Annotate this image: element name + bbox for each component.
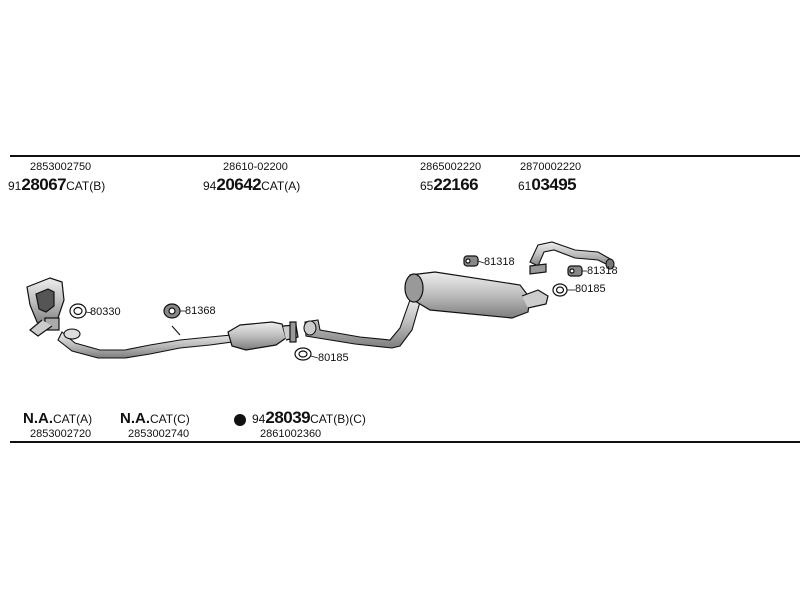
bullet-dot-icon: [234, 414, 246, 426]
part-main-number: 28067: [21, 175, 67, 194]
part-prefix: 94: [203, 179, 217, 193]
hanger-81318-b-part[interactable]: [567, 265, 583, 277]
part-suffix: CAT(C): [150, 412, 190, 426]
part-prefix: 65: [420, 179, 434, 193]
part-number[interactable]: 6522166: [420, 175, 479, 195]
leader-lines: [85, 260, 587, 359]
part-number[interactable]: 9420642CAT(A): [203, 175, 300, 195]
manifold-catalyst-part[interactable]: [26, 277, 65, 337]
hanger-81368-part[interactable]: [163, 303, 181, 319]
catalytic-converter-part[interactable]: [227, 321, 299, 351]
front-pipe-part[interactable]: [57, 325, 233, 359]
not-available-label: N.A.: [120, 410, 150, 427]
ref-label: 80330: [90, 306, 121, 318]
part-oem-number: 2861002360: [260, 428, 322, 440]
part-main-number: 20642: [216, 175, 262, 194]
part-main-number: 28039: [265, 408, 311, 427]
part-oem-number: 2853002740: [128, 428, 190, 440]
ref-label: 81318: [484, 256, 515, 268]
part-number[interactable]: 9128067CAT(B): [8, 175, 105, 195]
ref-label: 81318: [587, 265, 618, 277]
part-suffix: CAT(A): [53, 412, 93, 426]
part-main-number: 22166: [433, 175, 479, 194]
hanger-81318-a-part[interactable]: [463, 255, 479, 267]
part-number[interactable]: 9428039CAT(B)(C): [252, 408, 366, 428]
part-suffix: CAT(B): [66, 179, 106, 193]
gasket-80185-mid-part[interactable]: [294, 347, 312, 361]
part-suffix: CAT(B)(C): [310, 412, 366, 426]
part-number[interactable]: N.A.CAT(A): [23, 410, 92, 428]
ref-label: 80185: [318, 352, 349, 364]
part-oem-number: 2870002220: [520, 161, 582, 173]
part-oem-number: 2865002220: [420, 161, 482, 173]
gasket-80185-right-part[interactable]: [552, 283, 568, 297]
not-available-label: N.A.: [23, 410, 53, 427]
tail-pipe-part[interactable]: [529, 241, 615, 270]
part-prefix: 91: [8, 179, 22, 193]
part-suffix: CAT(A): [261, 179, 301, 193]
rear-muffler-part[interactable]: [404, 271, 549, 319]
top-rule: [10, 155, 800, 157]
gasket-80330-part[interactable]: [69, 303, 87, 319]
part-number[interactable]: 6103495: [518, 175, 577, 195]
part-prefix: 94: [252, 412, 266, 426]
ref-label: 81368: [185, 305, 216, 317]
clamp-part[interactable]: [529, 263, 547, 275]
part-oem-number: 28610-02200: [223, 161, 288, 173]
ref-label: 80185: [575, 283, 606, 295]
middle-pipe-part[interactable]: [303, 296, 421, 349]
part-number[interactable]: N.A.CAT(C): [120, 410, 190, 428]
bottom-rule: [10, 441, 800, 443]
part-oem-number: 2853002750: [30, 161, 92, 173]
part-main-number: 03495: [531, 175, 577, 194]
part-prefix: 61: [518, 179, 532, 193]
part-oem-number: 2853002720: [30, 428, 92, 440]
